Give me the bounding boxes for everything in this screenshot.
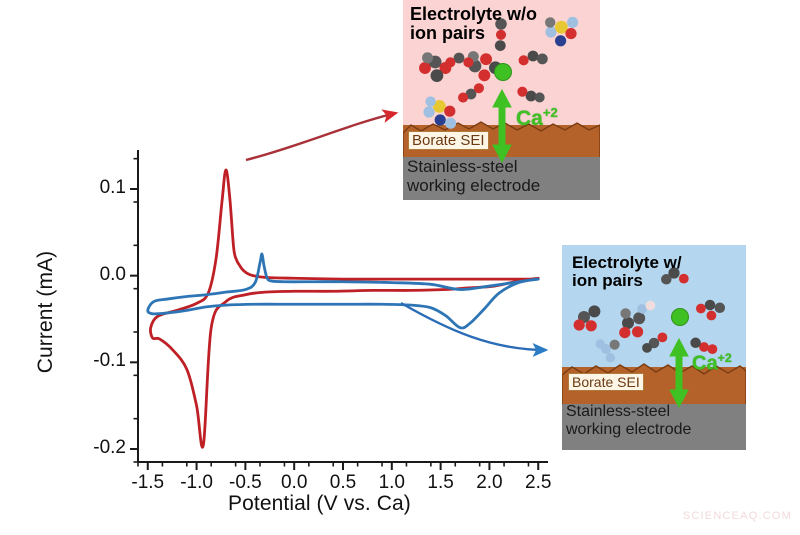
solvent-molecules: [419, 16, 579, 129]
ion-pair-cluster: [633, 267, 726, 354]
x-axis-title: Potential (V vs. Ca): [228, 492, 411, 515]
calcium-ion: [671, 308, 689, 326]
calcium-transport-arrow: [669, 337, 689, 409]
inset-top-title: Electrolyte w/o ion pairs: [410, 4, 538, 44]
x-tick-label: 0.5: [329, 472, 357, 493]
axis-tickmarks: [130, 157, 540, 470]
y-tick-label: -0.2: [93, 437, 126, 458]
electrode-layer: [562, 404, 746, 450]
x-tick-label: 0.0: [280, 472, 308, 493]
ion-symbol: Ca: [692, 352, 718, 375]
curve-blue: [146, 252, 540, 330]
watermark: SCIENCEAQ.COM: [682, 510, 792, 522]
sei-label-text: Borate SEI: [408, 131, 489, 151]
inset-bottom-svg: [562, 245, 746, 450]
calcium-ion: [494, 63, 512, 81]
electrode-layer: [403, 157, 600, 200]
inset-electrolyte-with-ion-pairs: Electrolyte w/ ion pairs Borate SEI Stai…: [562, 245, 746, 450]
inset-bottom-title: Electrolyte w/ ion pairs: [572, 253, 682, 291]
inset-bottom-sei-label: Borate SEI: [568, 373, 644, 392]
cyclic-voltammogram-plot: -1.5 -1.0 -0.5 0.0 0.5 1.0 1.5 2.0 2.5 0.1 0.0 -0.…: [34, 150, 551, 515]
plot-svg: [130, 150, 548, 470]
inset-bottom-ion-label: Ca+2: [692, 351, 732, 376]
ion-symbol: Ca: [516, 107, 543, 130]
inset-top-ion-label: Ca+2: [516, 105, 558, 131]
x-tick-label: -1.0: [180, 472, 213, 493]
curve-red: [149, 168, 540, 449]
inset-top-sei-label: Borate SEI: [408, 131, 489, 151]
sei-label-text: Borate SEI: [568, 373, 644, 392]
red-callout-arrow: [245, 109, 399, 162]
y-tick-label: 0.0: [99, 263, 126, 285]
data-curves: [146, 168, 540, 449]
y-tick-label: -0.1: [93, 350, 126, 372]
x-tick-label: 2.5: [525, 472, 552, 493]
x-tick-label: -0.5: [229, 472, 262, 493]
y-tick-label: 0.1: [99, 177, 126, 198]
blue-callout-arrow: [400, 301, 549, 357]
ion-charge: +2: [542, 105, 558, 120]
inset-electrolyte-without-ion-pairs: Electrolyte w/o ion pairs Borate SEI Sta…: [403, 0, 600, 200]
solvated-calcium-cluster: [445, 18, 548, 103]
x-tick-label: -1.5: [131, 472, 165, 493]
inset-bottom-electrode-label: Stainless-steel working electrode: [566, 403, 692, 438]
solvent-molecules: [573, 267, 726, 363]
x-tick-label: 1.0: [378, 472, 405, 493]
calcium-transport-arrow: [492, 88, 512, 164]
inset-top-electrode-label: Stainless-steel working electrode: [407, 157, 541, 195]
ion-charge: +2: [717, 351, 732, 365]
x-tick-label: 2.0: [476, 472, 503, 493]
x-tick-label: 1.5: [427, 472, 454, 493]
